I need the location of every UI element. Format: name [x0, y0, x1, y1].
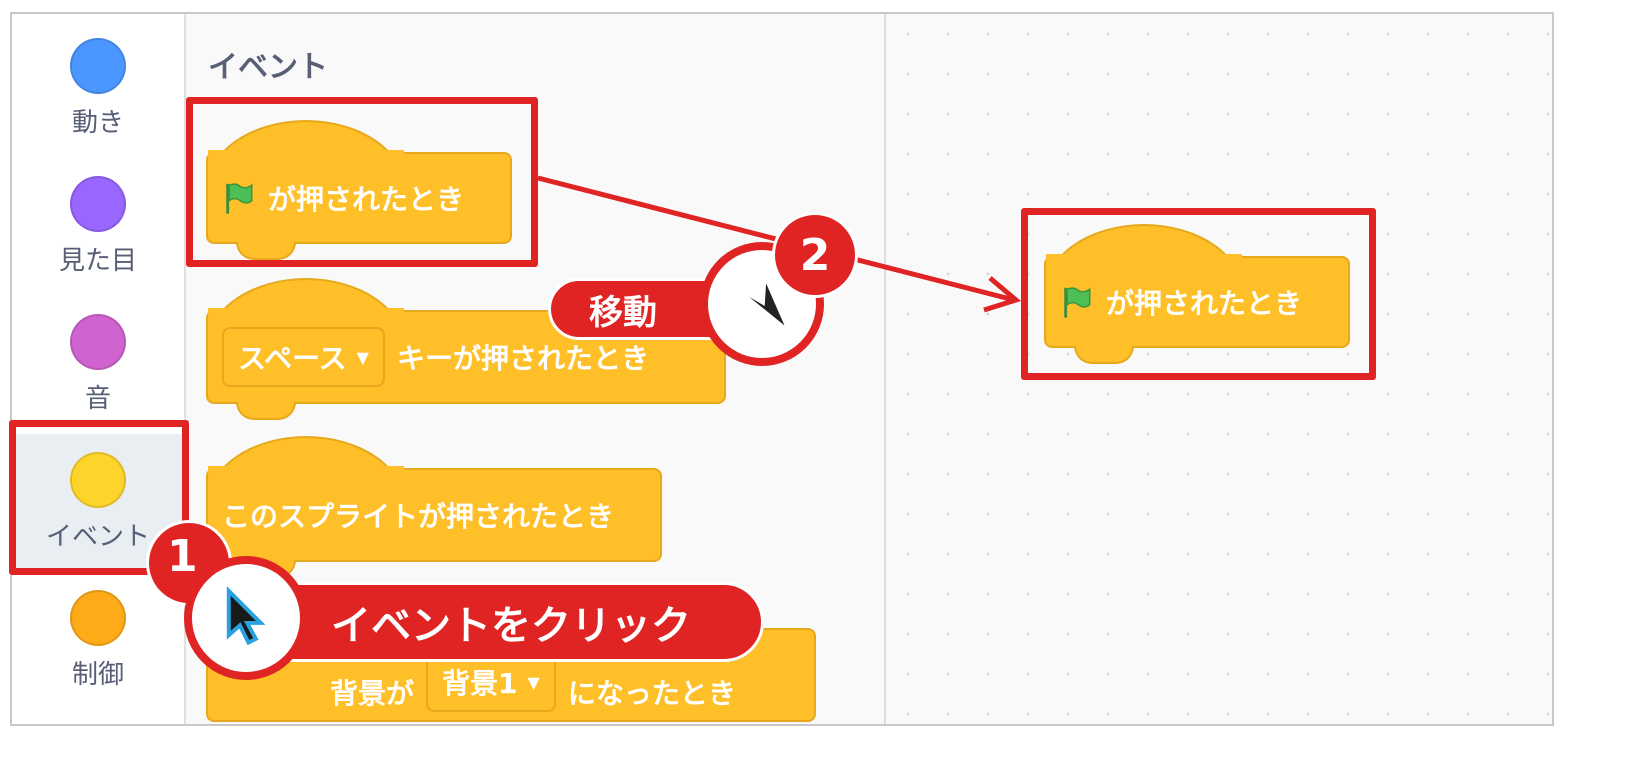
palette-title: イベント	[208, 50, 328, 85]
control-dot-icon	[70, 590, 126, 646]
dropdown-value: 背景1	[442, 667, 518, 700]
category-label: イベント	[45, 522, 150, 552]
key-dropdown[interactable]: スペース ▼	[222, 327, 385, 387]
motion-dot-icon	[70, 38, 126, 94]
block-text: が押されたとき	[1106, 287, 1303, 320]
events-dot-icon	[70, 452, 126, 508]
block-text: が押されたとき	[268, 183, 465, 216]
green-flag-icon	[1064, 287, 1091, 318]
category-label: 音	[84, 384, 111, 414]
block-text: 背景が	[330, 677, 415, 710]
step1-label: イベントをクリック	[248, 582, 764, 662]
category-label: 見た目	[58, 246, 137, 276]
dropdown-arrow-icon: ▼	[356, 347, 369, 367]
category-sidebar: 動き 見た目 音 イベント 制御	[12, 14, 186, 724]
green-flag-icon	[226, 183, 253, 214]
block-text: になったとき	[567, 677, 736, 710]
step1-cursor-circle	[184, 556, 308, 680]
category-control[interactable]: 制御	[12, 572, 184, 712]
mouse-cursor-icon	[226, 586, 266, 646]
dropdown-arrow-icon: ▼	[527, 672, 540, 692]
dropdown-value: スペース	[238, 342, 347, 375]
category-label: 動き	[71, 108, 124, 138]
looks-dot-icon	[70, 176, 126, 232]
category-motion[interactable]: 動き	[12, 20, 184, 160]
highlight-placed-block	[1021, 208, 1376, 380]
drag-pointer-icon	[735, 277, 789, 331]
sound-dot-icon	[70, 314, 126, 370]
step2-badge: 2	[772, 212, 858, 298]
scratch-editor: 動き 見た目 音 イベント 制御 イベント が押されたとき スペース ▼ キーが押さ…	[10, 12, 1554, 726]
category-label: 制御	[71, 660, 124, 690]
highlight-events-category	[9, 420, 189, 575]
step1-text: イベントをクリック	[331, 603, 691, 649]
block-text: キーが押されたとき	[396, 342, 649, 375]
step1-number: 1	[167, 531, 198, 582]
step2-text: 移動	[589, 292, 657, 333]
script-area[interactable]: が押されたとき	[888, 14, 1552, 724]
block-text: このスプライトが押されたとき	[222, 500, 615, 533]
category-looks[interactable]: 見た目	[12, 158, 184, 298]
category-sound[interactable]: 音	[12, 296, 184, 436]
step2-number: 2	[799, 229, 831, 281]
highlight-flag-block	[186, 97, 538, 267]
